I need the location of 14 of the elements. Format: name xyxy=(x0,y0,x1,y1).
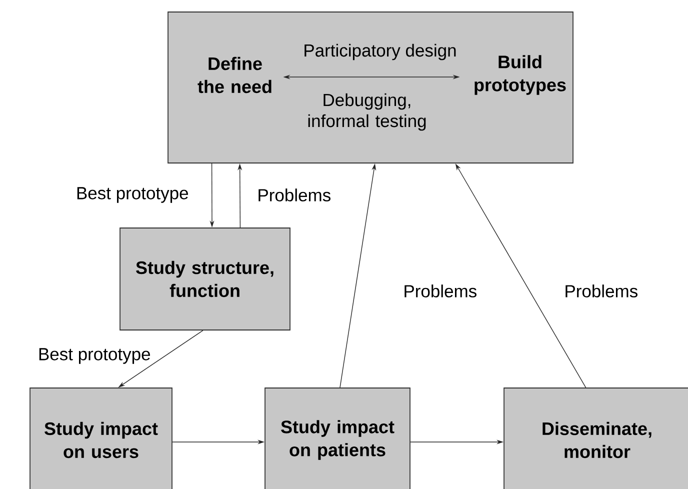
stage-label: Build prototypes xyxy=(474,55,566,95)
process-box: Study impact on patients xyxy=(264,388,410,489)
stage-label: Define the need xyxy=(198,56,272,94)
edge-label: Best prototype xyxy=(77,187,188,203)
note-label: Debugging, informal testing xyxy=(308,93,426,131)
group-box xyxy=(168,12,574,164)
process-box: Disseminate, monitor xyxy=(504,388,688,489)
edge-label: Participatory design xyxy=(304,44,456,60)
edge-label: Problems xyxy=(404,284,476,298)
edge-label: Problems xyxy=(258,188,330,202)
process-box: Study structure, function xyxy=(120,228,290,330)
process-box: Study impact on users xyxy=(30,388,172,489)
edge-label: Problems xyxy=(566,284,638,298)
edge-label: Best prototype xyxy=(39,348,150,364)
